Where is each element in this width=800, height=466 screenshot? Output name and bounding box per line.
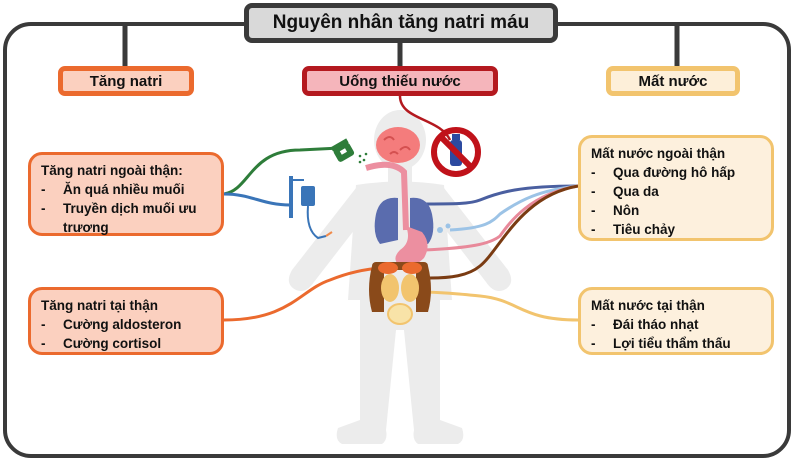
category-sodium-gain: Tăng natri [58, 66, 194, 96]
list-item: -Cường aldosteron [41, 317, 182, 332]
box-heading: Mất nước tại thận [591, 298, 705, 313]
line-iv [223, 192, 291, 207]
box-sodium-renal: Tăng natri tại thận -Cường aldosteron -C… [28, 287, 224, 355]
box-heading: Mất nước ngoài thận [591, 146, 726, 161]
brain-icon [376, 127, 420, 163]
box-water-loss-extrarenal: Mất nước ngoài thận -Qua đường hô hấp -Q… [578, 135, 774, 241]
sweat-drops-icon [437, 223, 451, 233]
diagram-title: Nguyên nhân tăng natri máu [244, 3, 558, 43]
list-item: -Nôn [591, 203, 640, 218]
list-item: -Lợi tiểu thẩm thấu [591, 336, 731, 351]
list-item: -Tiêu chảy [591, 222, 676, 237]
line-salt [223, 146, 341, 196]
stomach-icon [395, 226, 428, 266]
category-low-water-intake: Uống thiếu nước [302, 66, 498, 96]
line-respiratory [419, 184, 579, 206]
box-sodium-extrarenal: Tăng natri ngoài thận: -Ăn quá nhiều muố… [28, 152, 224, 236]
salt-shaker-icon [330, 138, 355, 162]
kidneys-icon [378, 262, 422, 302]
list-item: -Qua da [591, 184, 659, 199]
list-item: -Ăn quá nhiều muối [41, 182, 185, 197]
box-heading: Tăng natri tại thận [41, 298, 159, 313]
list-item: -Qua đường hô hấp [591, 165, 736, 180]
cause-list: -Cường aldosteron -Cường cortisol [41, 315, 211, 353]
iv-drip-icon [289, 176, 333, 240]
no-water-bottle-icon [431, 127, 481, 177]
list-item: -Truyền dịch muối ưu trương [41, 201, 197, 235]
cause-list: -Qua đường hô hấp -Qua da -Nôn -Tiêu chả… [591, 163, 761, 239]
line-diarrhea [429, 184, 579, 280]
cause-list: -Đái tháo nhạt -Lợi tiểu thẩm thấu [591, 315, 761, 353]
box-heading: Tăng natri ngoài thận: [41, 163, 183, 178]
line-skin [449, 184, 579, 232]
line-renal-water [417, 290, 579, 322]
cause-list: -Ăn quá nhiều muối -Truyền dịch muối ưu … [41, 180, 211, 237]
category-water-loss: Mất nước [606, 66, 740, 96]
esophagus-icon [365, 161, 409, 231]
line-renal-sodium [223, 266, 389, 322]
bladder-icon [387, 303, 413, 325]
line-vomit [423, 184, 579, 252]
box-water-loss-renal: Mất nước tại thận -Đái tháo nhạt -Lợi ti… [578, 287, 774, 355]
list-item: -Cường cortisol [41, 336, 162, 351]
list-item: -Đái tháo nhạt [591, 317, 699, 332]
